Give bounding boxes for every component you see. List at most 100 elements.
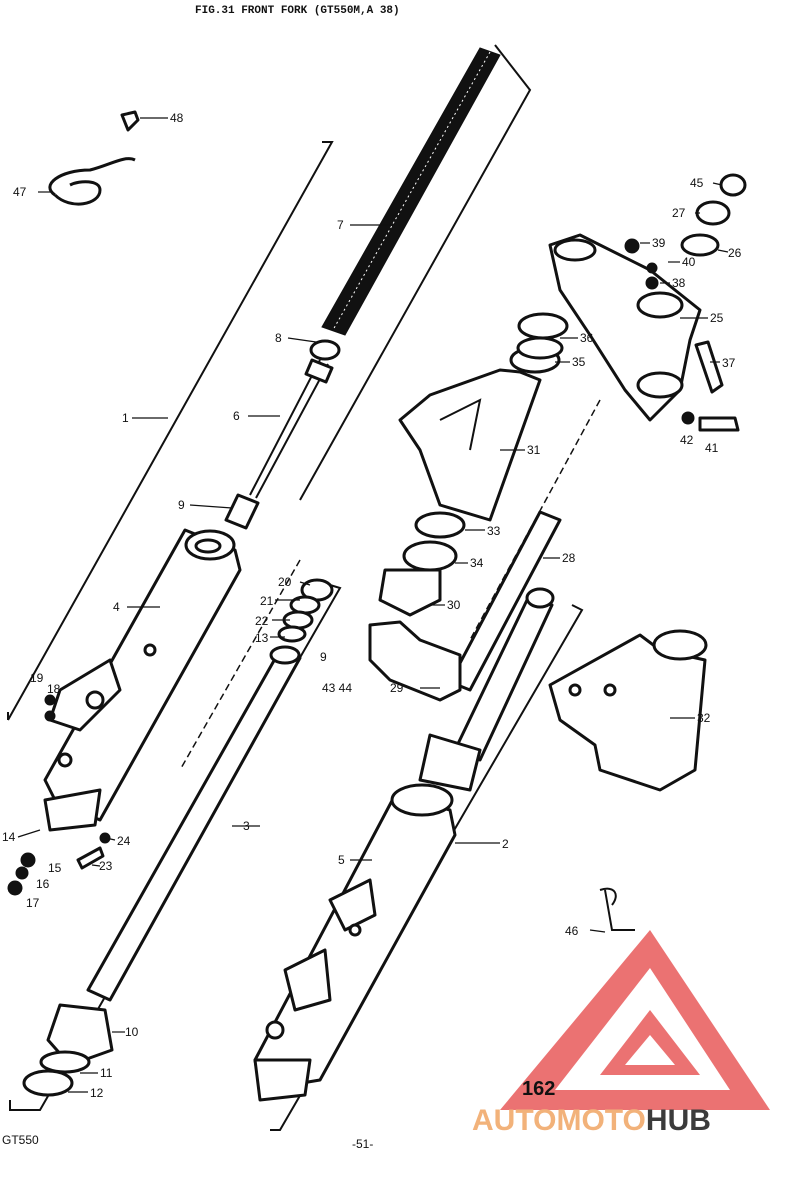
callout-25: 25 [710,311,724,325]
circlip [277,625,307,643]
callout-30: 30 [447,598,461,612]
sheet-number: 162 [522,1078,555,1100]
steering-stem [448,510,562,692]
bolt-head-24 [99,832,111,844]
callout-10: 10 [125,1025,139,1039]
callout-12: 12 [90,1086,104,1100]
callout-5: 5 [338,853,345,867]
callout-labels: 48 47 7 8 6 1 9 4 20 21 22 13 19 18 3 14… [2,111,742,1100]
callout-2: 2 [502,837,509,851]
washer-26 [680,233,720,257]
model-label: GT550 [2,1133,39,1147]
nut-17 [7,880,23,896]
callout-38: 38 [672,276,686,290]
bearing-race-33 [414,511,466,539]
bolt-23 [76,846,105,870]
steering-bearing-36 [517,312,569,340]
callout-4: 4 [113,600,120,614]
axis-line-left [179,559,301,771]
nut-15 [20,852,36,868]
callout-34: 34 [470,556,484,570]
callout-29: 29 [390,681,404,695]
callout-24: 24 [117,834,131,848]
callout-46: 46 [565,924,579,938]
callout-19: 19 [30,671,44,685]
washer-42 [681,411,695,425]
callout-11: 11 [100,1066,113,1080]
callout-1: 1 [122,411,129,425]
inner-tube-group-outline [9,584,342,1111]
damper-rod-tip [224,493,260,530]
damper-rod-piston [304,358,334,384]
bolt-head-19 [44,710,56,722]
lower-shroud [548,629,708,792]
washer-16 [15,866,29,880]
callout-16: 16 [36,877,50,891]
callout-48: 48 [170,111,184,125]
spring-seat [309,339,341,361]
automotohub-logo [500,930,770,1110]
callout-45: 45 [690,176,704,190]
callout-36: 36 [580,331,594,345]
left-fork-group-outline [7,141,334,721]
left-outer-tube [43,528,242,832]
left-inner-tube [86,645,302,1002]
clamp-screw [120,110,140,132]
damper-rod [249,359,329,499]
right-outer-tube [253,783,457,1102]
callout-22: 22 [255,614,269,628]
bolt-head-18 [44,694,56,706]
watermark-text-part2: HUB [646,1104,711,1137]
callout-23: 23 [99,859,113,873]
seal-ring-upper [39,1050,91,1074]
handlebar-holder-bracket [398,346,561,522]
bolt-41 [698,416,740,432]
callout-9: 9 [178,498,185,512]
callout-43-44: 43 44 [322,681,352,695]
upper-crown [548,233,702,422]
right-inner-tube [418,587,555,792]
callout-33: 33 [487,524,501,538]
callout-leaders [17,117,729,1093]
callout-3: 3 [243,819,250,833]
callout-40: 40 [682,255,696,269]
lower-bracket [368,620,462,702]
nut-39 [624,238,640,254]
callout-28: 28 [562,551,576,565]
callout-39: 39 [652,236,666,250]
callout-7: 7 [337,218,344,232]
callout-18: 18 [47,682,61,696]
dust-seal-boot [46,1003,114,1067]
callout-13: 13 [255,631,269,645]
page-number: -51- [352,1137,373,1151]
callout-20: 20 [278,575,292,589]
callout-42: 42 [680,433,694,447]
callout-37: 37 [722,356,736,370]
callout-8: 8 [275,331,282,345]
watermark-text: AUTOMOTOHUB [472,1104,711,1137]
fork-spring [321,47,501,336]
diagram-title: FIG.31 FRONT FORK (GT550M,A 38) [195,5,400,17]
seal-ring-lower [22,1069,74,1097]
stem-nut-27 [695,200,731,226]
watermark-text-part1: AUTOMOTO [472,1104,646,1137]
washer-40 [646,262,658,274]
callout-32: 32 [697,711,711,725]
callout-47: 47 [13,185,27,199]
callout-9b: 9 [320,650,327,664]
callout-26: 26 [728,246,742,260]
cap-45 [719,173,747,197]
dust-seal-34 [402,540,458,572]
callout-14: 14 [2,830,16,844]
nut-38 [645,276,659,290]
spacer-30 [378,568,442,617]
callout-27: 27 [672,206,686,220]
callout-17: 17 [26,896,40,910]
wire-clamp [48,157,136,206]
callout-6: 6 [233,409,240,423]
wire-clip [599,887,635,931]
callout-35: 35 [572,355,586,369]
steering-bearing-35 [516,336,564,360]
callout-15: 15 [48,861,62,875]
